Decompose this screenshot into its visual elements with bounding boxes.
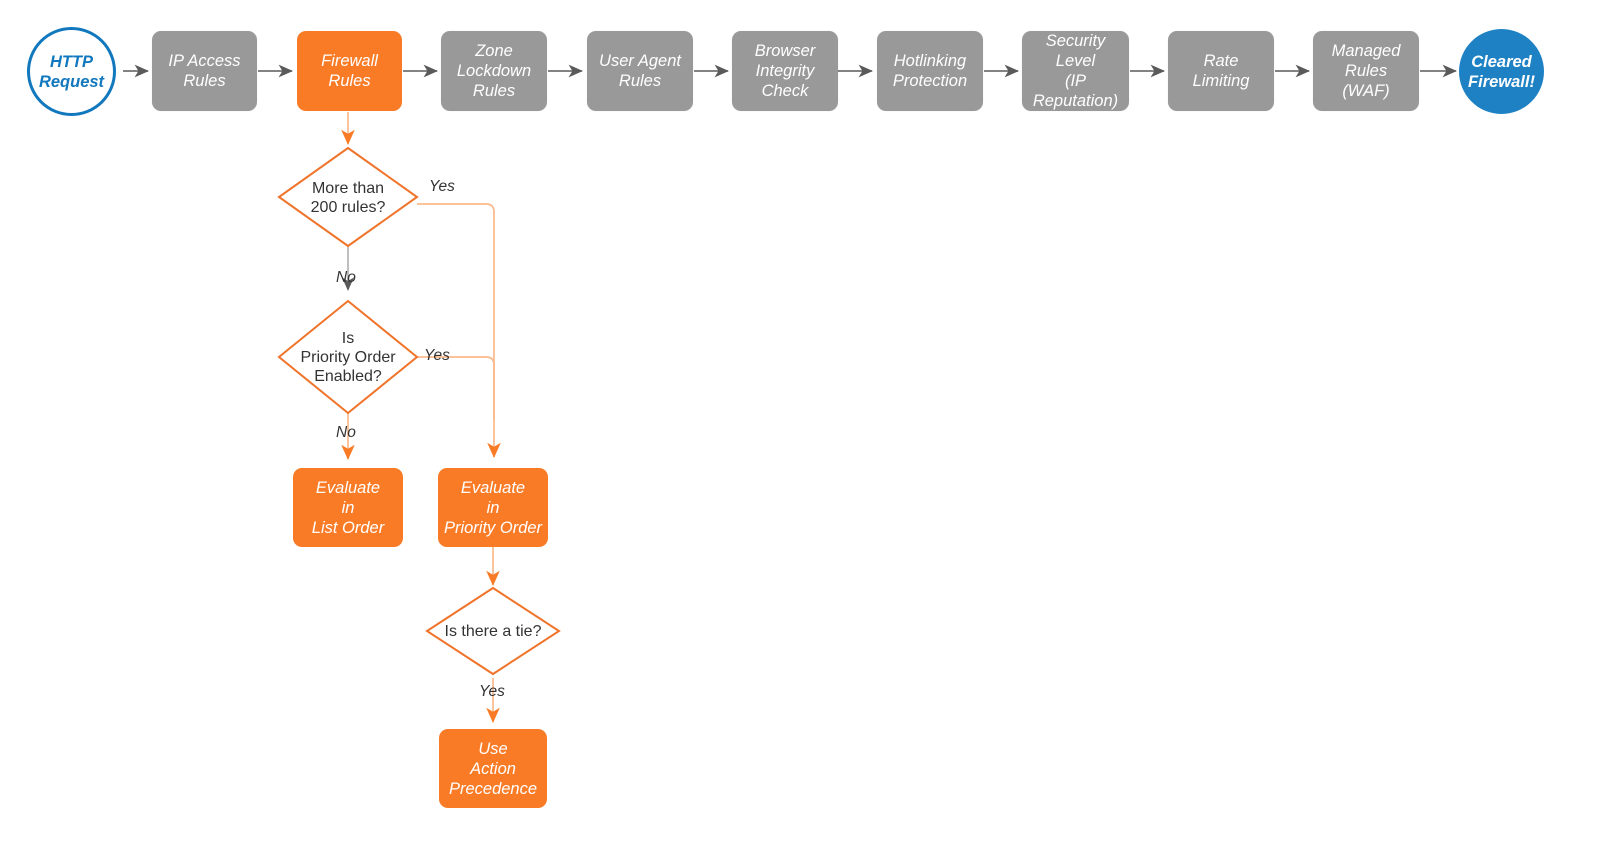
node-label: Managed Rules (WAF) bbox=[1331, 42, 1401, 100]
diamond-tie bbox=[425, 586, 561, 676]
node-rate-limiting[interactable]: Rate Limiting bbox=[1168, 31, 1274, 111]
diamond-label-priority-order: Is Priority Order Enabled? bbox=[300, 329, 396, 385]
node-label: Cleared Firewall! bbox=[1468, 52, 1535, 91]
node-label: Hotlinking Protection bbox=[892, 52, 968, 90]
node-hotlinking-protection[interactable]: Hotlinking Protection bbox=[877, 31, 983, 111]
node-evaluate-list-order[interactable]: Evaluate in List Order bbox=[293, 468, 403, 547]
node-label: Security Level (IP Reputation) bbox=[1032, 32, 1119, 110]
edge-label-priority-order-yes: Yes bbox=[424, 347, 450, 364]
node-label: IP Access Rules bbox=[168, 52, 241, 90]
edge-label-rule-count-no: No bbox=[336, 269, 356, 286]
node-label: User Agent Rules bbox=[599, 52, 681, 90]
edge-label-priority-order-no: No bbox=[336, 424, 356, 441]
decision-connectors bbox=[341, 112, 501, 724]
node-label: Browser Integrity Check bbox=[754, 42, 816, 100]
node-label: Evaluate in Priority Order bbox=[443, 478, 543, 537]
node-managed-rules-waf[interactable]: Managed Rules (WAF) bbox=[1313, 31, 1419, 111]
diamond-rule-count bbox=[277, 146, 419, 248]
diamond-label-tie: Is there a tie? bbox=[444, 622, 542, 640]
node-label: Firewall Rules bbox=[321, 52, 378, 90]
node-label: Evaluate in List Order bbox=[311, 478, 385, 537]
node-evaluate-priority-order[interactable]: Evaluate in Priority Order bbox=[438, 468, 548, 547]
node-firewall-rules[interactable]: Firewall Rules bbox=[297, 31, 402, 111]
node-browser-integrity-check[interactable]: Browser Integrity Check bbox=[732, 31, 838, 111]
node-http-request[interactable]: HTTP Request bbox=[27, 27, 116, 116]
node-ip-access-rules[interactable]: IP Access Rules bbox=[152, 31, 257, 111]
node-user-agent-rules[interactable]: User Agent Rules bbox=[587, 31, 693, 111]
edge-label-rule-count-yes: Yes bbox=[429, 178, 455, 195]
node-label: Use Action Precedence bbox=[448, 739, 538, 798]
node-label: HTTP Request bbox=[38, 52, 105, 91]
node-security-level[interactable]: Security Level (IP Reputation) bbox=[1022, 31, 1129, 111]
edge-label-tie-yes: Yes bbox=[479, 683, 505, 700]
node-cleared-firewall[interactable]: Cleared Firewall! bbox=[1459, 29, 1544, 114]
node-use-action-precedence[interactable]: Use Action Precedence bbox=[439, 729, 547, 808]
node-label: Rate Limiting bbox=[1192, 52, 1250, 90]
node-zone-lockdown-rules[interactable]: Zone Lockdown Rules bbox=[441, 31, 547, 111]
decision-diamonds bbox=[277, 146, 561, 676]
node-label: Zone Lockdown Rules bbox=[456, 42, 532, 100]
diamond-priority-order bbox=[277, 299, 419, 415]
diamond-label-rule-count: More than 200 rules? bbox=[310, 180, 386, 216]
